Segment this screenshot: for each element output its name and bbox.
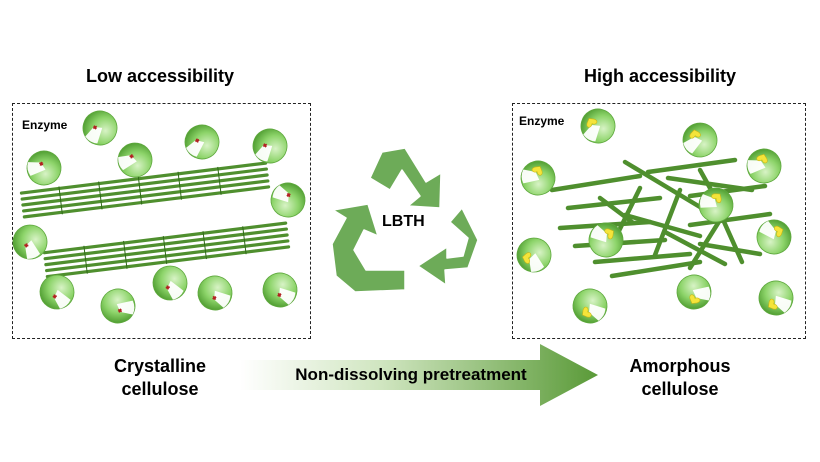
- right-caption-line1: Amorphous: [629, 356, 731, 376]
- left-caption-line1: Crystalline: [113, 356, 207, 376]
- crystalline-panel: [12, 103, 311, 339]
- right-caption-line2: cellulose: [641, 379, 719, 399]
- fiber-bundle-upper: [19, 161, 271, 219]
- left-caption-line2: cellulose: [121, 379, 199, 399]
- left-enzyme-label: Enzyme: [22, 118, 68, 132]
- right-enzyme-label: Enzyme: [519, 114, 565, 128]
- process-label: Non-dissolving pretreatment: [295, 365, 527, 384]
- center-label: LBTH: [382, 213, 425, 230]
- right-panel-heading: High accessibility: [583, 66, 737, 86]
- left-panel-heading: Low accessibility: [85, 66, 235, 86]
- amorphous-panel: [512, 103, 806, 339]
- fiber-bundle-lower: [42, 221, 291, 279]
